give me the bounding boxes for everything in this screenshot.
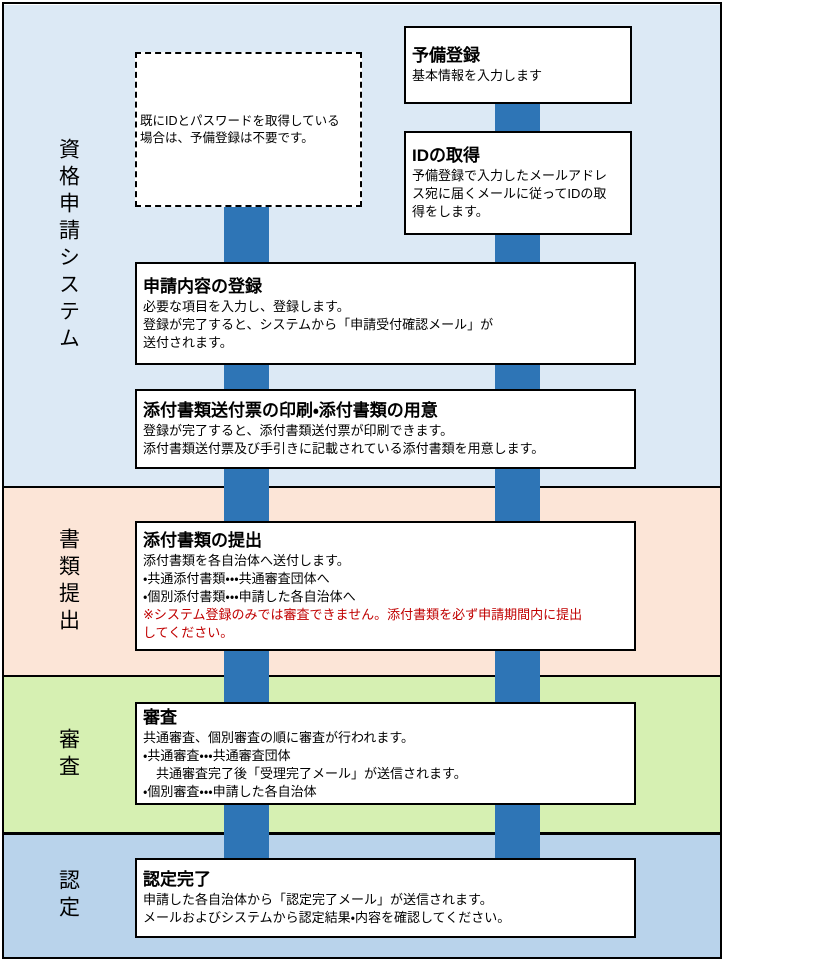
step-title: 認定完了 xyxy=(143,870,211,889)
band-label-system: 資格申請システム xyxy=(0,5,136,486)
step-box-review: 審査 共通審査、個別審査の順に審査が行われます。 ・共通審査・・・共通審査団体 … xyxy=(135,702,636,805)
step-title: 申請内容の登録 xyxy=(143,276,262,296)
note-text: 既にIDとパスワードを取得している 場合は、予備登録は不要です。 xyxy=(140,113,340,145)
band-label-text: 書類提出 xyxy=(56,527,80,636)
step-box-attachment-submission: 添付書類の提出 添付書類を各自治体へ送付します。 ・共通添付書類・・・共通審査団… xyxy=(135,521,636,651)
band-label-documents: 書類提出 xyxy=(0,488,136,675)
step-box-certification-complete: 認定完了 申請した各自治体から「認定完了メール」が送信されます。 メールおよびシ… xyxy=(135,858,636,938)
step-description: 申請した各自治体から「認定完了メール」が送信されます。 メールおよびシステムから… xyxy=(143,892,511,925)
band-separator xyxy=(4,675,720,677)
step-title: 添付書類送付票の印刷・添付書類の用意 xyxy=(143,401,438,420)
step-box-id-acquisition: IDの取得 予備登録で入力したメールアドレ ス宛に届くメールに従ってIDの取 得… xyxy=(404,131,632,235)
step-title: 予備登録 xyxy=(412,46,480,65)
step-title: 添付書類の提出 xyxy=(143,531,262,550)
step-warning: ※システム登録のみでは審査できません。添付書類を必ず申請期間内に提出 してくださ… xyxy=(143,607,583,640)
band-label-text: 審査 xyxy=(56,727,80,782)
band-separator xyxy=(4,832,720,835)
band-label-review: 審査 xyxy=(0,677,136,832)
band-separator xyxy=(4,486,720,488)
step-description: 登録が完了すると、添付書類送付票が印刷できます。 添付書類送付票及び手引きに記載… xyxy=(143,423,545,456)
step-description: 必要な項目を入力し、登録します。 登録が完了すると、システムから「申請受付確認メ… xyxy=(143,298,494,350)
band-label-text: 認定 xyxy=(56,869,80,923)
step-description: 添付書類を各自治体へ送付します。 ・共通添付書類・・・共通審査団体へ ・個別添付… xyxy=(143,553,356,604)
step-title: 審査 xyxy=(143,707,177,727)
step-title: IDの取得 xyxy=(412,146,480,165)
step-description: 予備登録で入力したメールアドレ ス宛に届くメールに従ってIDの取 得をします。 xyxy=(412,168,608,219)
step-box-application-registration: 申請内容の登録 必要な項目を入力し、登録します。 登録が完了すると、システムから… xyxy=(135,262,636,365)
note-box-preliminary-registration-not-required: 既にIDとパスワードを取得している 場合は、予備登録は不要です。 xyxy=(135,52,362,207)
step-box-preliminary-registration: 予備登録 基本情報を入力します xyxy=(404,26,632,104)
band-label-text: 資格申請システム xyxy=(56,137,80,354)
step-description: 基本情報を入力します xyxy=(412,68,543,83)
band-label-certification: 認定 xyxy=(0,835,136,957)
step-description: 共通審査、個別審査の順に審査が行われます。 ・共通審査・・・共通審査団体 共通審… xyxy=(143,729,467,799)
step-box-attachment-preparation: 添付書類送付票の印刷・添付書類の用意 登録が完了すると、添付書類送付票が印刷でき… xyxy=(135,389,636,469)
